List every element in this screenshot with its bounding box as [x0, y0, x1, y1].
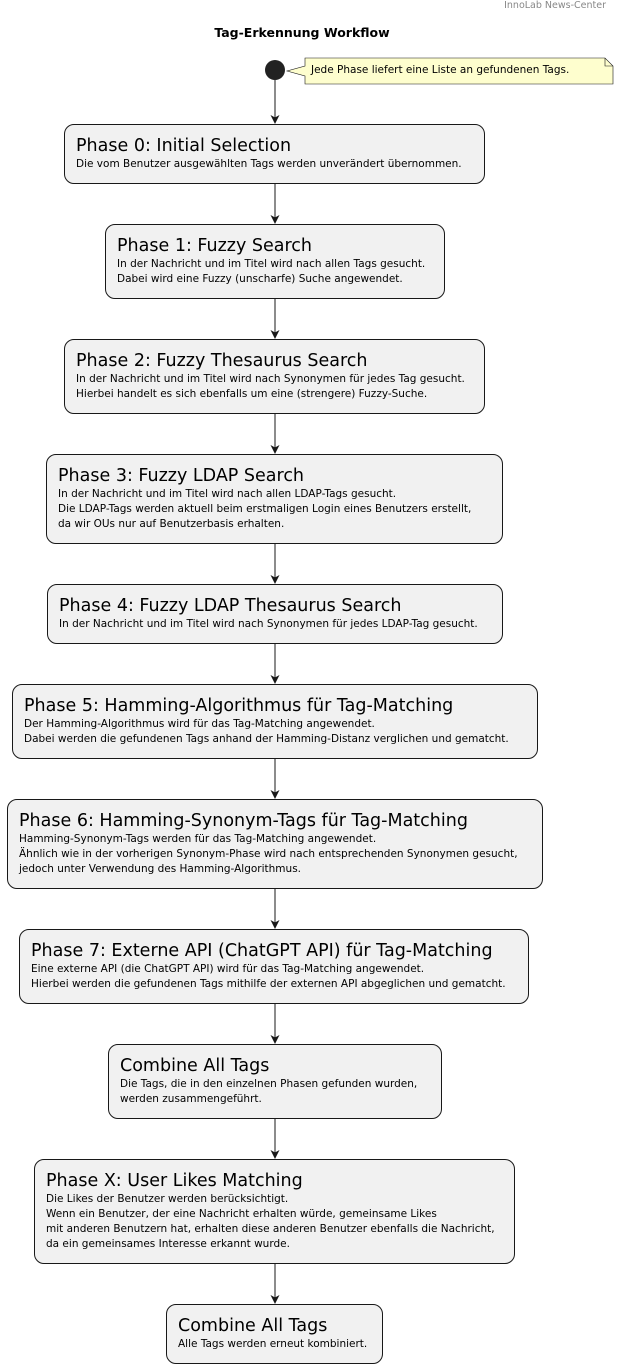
flow-node-2: Phase 2: Fuzzy Thesaurus Search In der Na…: [64, 339, 485, 414]
note-fold: [604, 58, 613, 67]
node-description-line: Die LDAP-Tags werden aktuell beim erstma…: [58, 503, 472, 515]
node-description-line: Hamming-Synonym-Tags werden für das Tag-…: [19, 833, 377, 845]
flow-node-4: Phase 4: Fuzzy LDAP Thesaurus Search In d…: [47, 584, 503, 644]
node-description-line: Die vom Benutzer ausgewählten Tags werde…: [76, 158, 462, 170]
node-description-line: mit anderen Benutzern hat, erhalten dies…: [46, 1223, 495, 1235]
node-description-line: Die Tags, die in den einzelnen Phasen ge…: [120, 1078, 418, 1090]
brand-label: InnoLab News-Center: [504, 0, 606, 11]
node-description-line: Hierbei handelt es sich ebenfalls um ein…: [76, 388, 428, 400]
node-description-line: da wir OUs nur auf Benutzerbasis erhalte…: [58, 518, 285, 530]
node-title: Phase 6: Hamming-Synonym-Tags für Tag-Ma…: [19, 811, 468, 831]
node-title: Phase 4: Fuzzy LDAP Thesaurus Search: [59, 596, 402, 616]
node-title: Phase 3: Fuzzy LDAP Search: [58, 466, 305, 486]
node-title: Phase X: User Likes Matching: [46, 1171, 303, 1191]
node-description-line: werden zusammengeführt.: [120, 1093, 262, 1105]
node-description-line: Dabei werden die gefundenen Tags anhand …: [24, 733, 509, 745]
node-title: Phase 7: Externe API (ChatGPT API) für T…: [31, 941, 493, 961]
flow-node-7: Phase 7: Externe API (ChatGPT API) für T…: [19, 929, 529, 1004]
node-description-line: Dabei wird eine Fuzzy (unscharfe) Suche …: [117, 273, 403, 285]
node-title: Phase 1: Fuzzy Search: [117, 236, 313, 256]
note-text: Jede Phase liefert eine Liste an gefunde…: [311, 64, 570, 76]
node-description-line: Hierbei werden die gefundenen Tags mithi…: [31, 978, 506, 990]
node-description-line: Ähnlich wie in der vorherigen Synonym-Ph…: [19, 848, 518, 860]
node-title: Phase 0: Initial Selection: [76, 136, 292, 156]
node-description-line: In der Nachricht und im Titel wird nach …: [59, 618, 478, 630]
flow-node-1: Phase 1: Fuzzy Search In der Nachricht un…: [105, 224, 445, 299]
node-description-line: In der Nachricht und im Titel wird nach …: [117, 258, 426, 270]
node-title: Combine All Tags: [178, 1316, 328, 1336]
node-title: Phase 2: Fuzzy Thesaurus Search: [76, 351, 368, 371]
node-description-line: da ein gemeinsames Interesse erkannt wur…: [46, 1238, 290, 1250]
node-description-line: Eine externe API (die ChatGPT API) wird …: [31, 963, 425, 975]
diagram-title: Tag-Erkennung Workflow: [214, 25, 390, 40]
node-description-line: Der Hamming-Algorithmus wird für das Tag…: [24, 718, 375, 730]
node-description-line: In der Nachricht und im Titel wird nach …: [76, 373, 465, 385]
node-description-line: Alle Tags werden erneut kombiniert.: [178, 1338, 368, 1350]
note-shape: [285, 57, 614, 85]
flow-node-6: Phase 6: Hamming-Synonym-Tags für Tag-Ma…: [7, 799, 543, 889]
start-node: [265, 60, 285, 80]
node-description-line: In der Nachricht und im Titel wird nach …: [58, 488, 397, 500]
flow-node-5: Phase 5: Hamming-Algorithmus für Tag-Mat…: [12, 684, 538, 759]
node-description-line: Die Likes der Benutzer werden berücksich…: [46, 1193, 289, 1205]
node-title: Combine All Tags: [120, 1056, 270, 1076]
node-title: Phase 5: Hamming-Algorithmus für Tag-Mat…: [24, 696, 454, 716]
flow-node-3: Phase 3: Fuzzy LDAP Search In der Nachric…: [46, 454, 503, 544]
node-description-line: jedoch unter Verwendung des Hamming-Algo…: [19, 863, 301, 875]
node-description-line: Wenn ein Benutzer, der eine Nachricht er…: [46, 1208, 437, 1220]
